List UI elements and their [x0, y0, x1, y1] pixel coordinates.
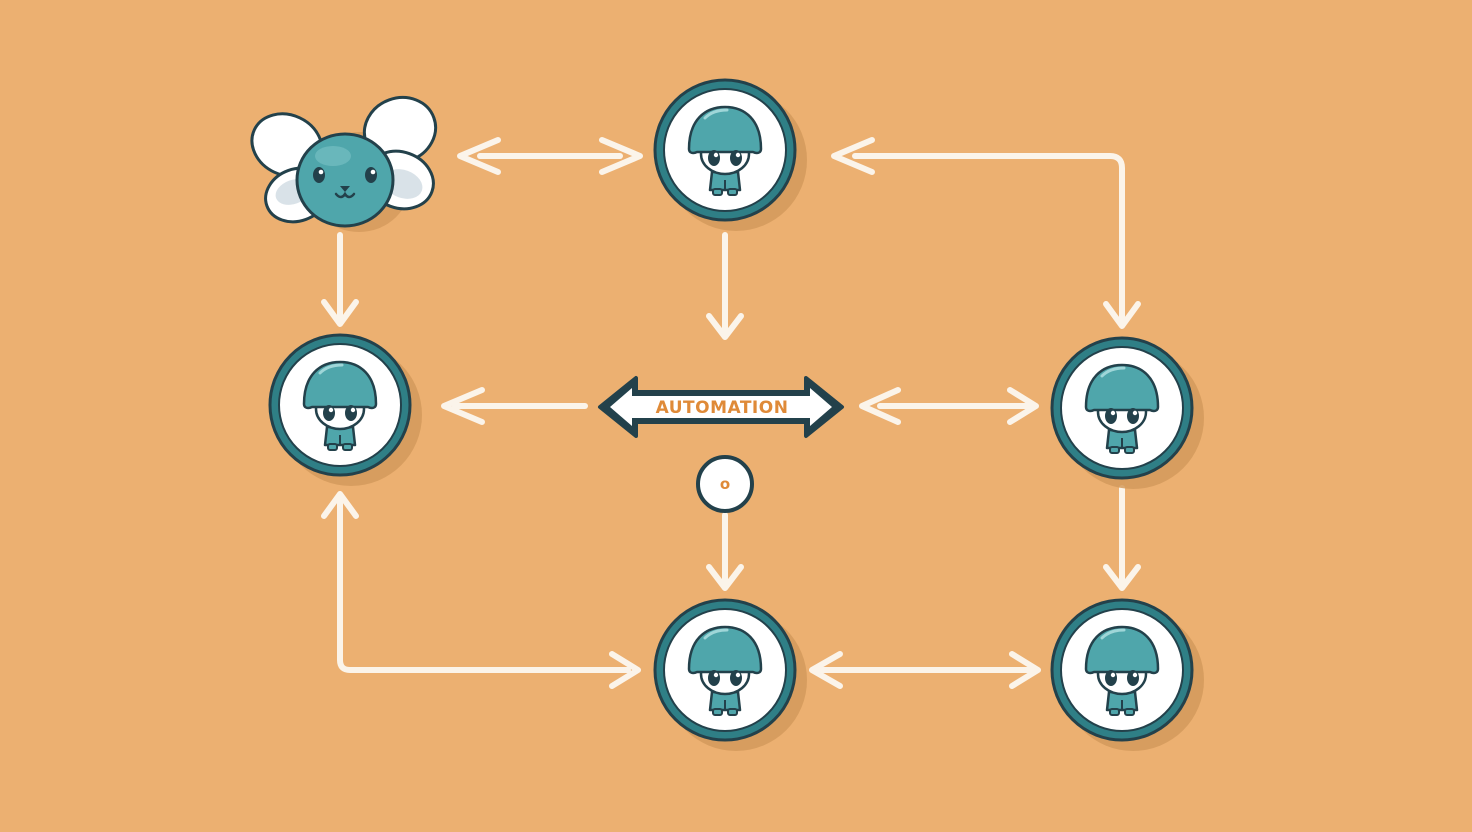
arrow-bottom-loop — [337, 497, 631, 673]
arrowhead-left — [809, 651, 843, 689]
arrowhead-up — [321, 491, 359, 519]
robot-node-bottom-center — [655, 600, 807, 751]
small-node: o — [696, 455, 754, 513]
arrowhead-left — [457, 137, 501, 175]
arrowhead-right — [1007, 387, 1039, 425]
robot-node-middle-left — [270, 335, 422, 486]
arrowhead-right — [1009, 651, 1041, 689]
arrowhead-down — [321, 299, 359, 327]
automation-label: AUTOMATION — [598, 376, 844, 438]
mascot-node — [250, 96, 438, 232]
arrowhead-right — [609, 651, 641, 689]
arrowhead-right — [599, 137, 643, 175]
robot-node-middle-right — [1052, 338, 1204, 489]
robot-node-top — [655, 80, 807, 231]
arrowhead-left — [859, 387, 901, 425]
arrowhead-left — [831, 137, 875, 175]
arrowhead-down — [706, 564, 744, 591]
arrowhead-down — [706, 313, 744, 340]
arrowhead-down — [1103, 564, 1141, 591]
arrow-robot-top-to-right — [852, 153, 1125, 323]
arrowhead-down — [1103, 301, 1141, 329]
small-node-label: o — [720, 475, 730, 493]
connectors — [321, 137, 1141, 689]
arrowhead-left — [441, 387, 485, 425]
automation-text: AUTOMATION — [656, 398, 789, 418]
robot-node-bottom-right — [1052, 600, 1204, 751]
